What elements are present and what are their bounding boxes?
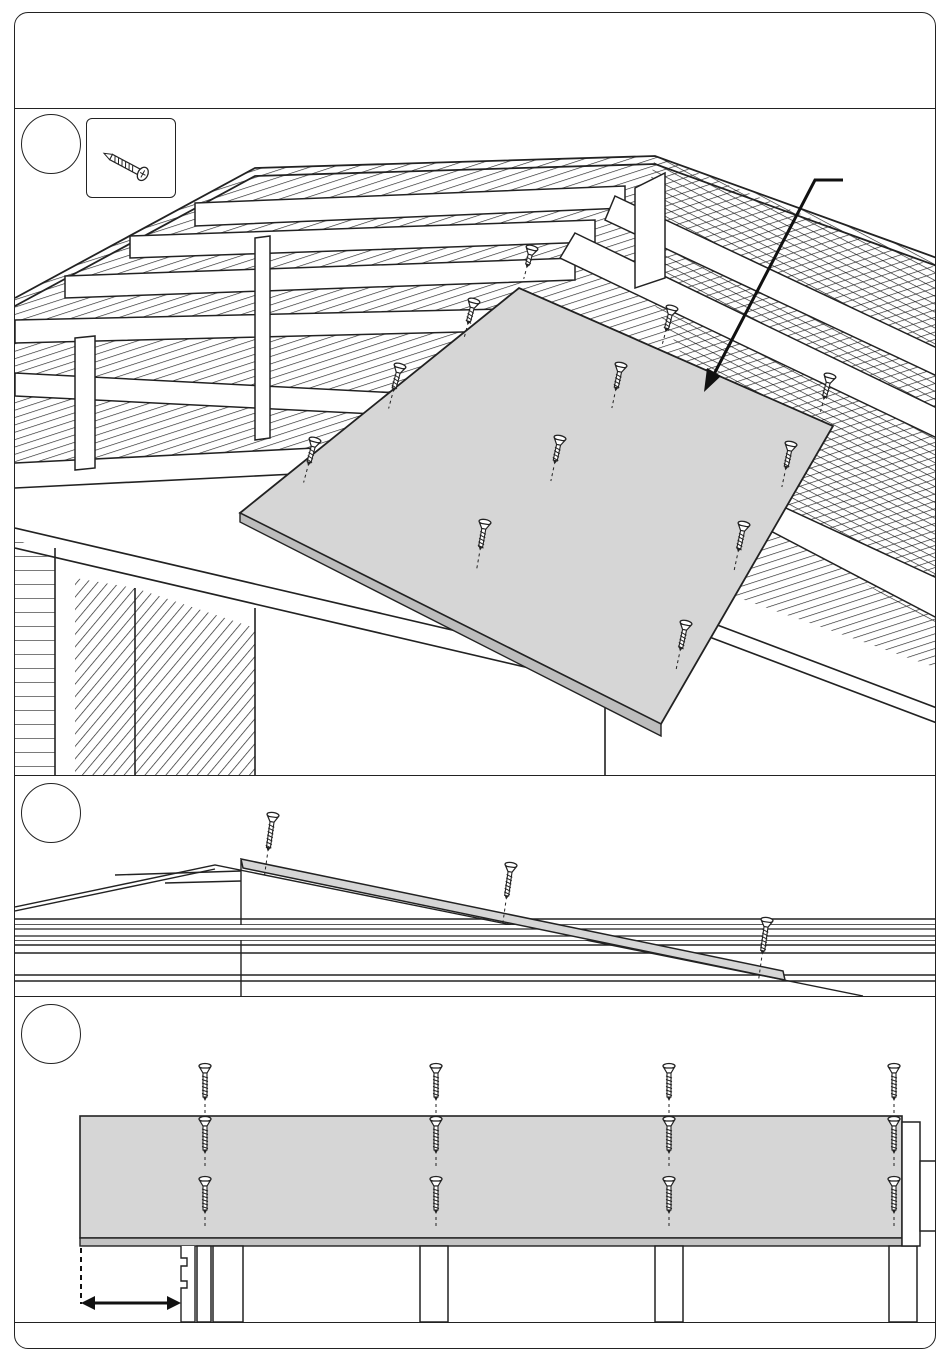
- instruction-page: [14, 12, 936, 1349]
- step-1-panel: [15, 108, 935, 776]
- siding-clip: [181, 1246, 195, 1322]
- step-3-number-circle: [21, 1004, 81, 1064]
- page-footer: [15, 1322, 935, 1349]
- screw-pattern-illustration: [15, 996, 935, 1322]
- step-3-panel: [15, 996, 935, 1323]
- screw-icon: [87, 119, 175, 197]
- step-1-number-circle: [21, 114, 81, 174]
- step-2-panel: [15, 775, 935, 997]
- hardware-box: [86, 118, 176, 198]
- step-2-number-circle: [21, 783, 81, 843]
- page-header: [15, 13, 935, 109]
- screw-icon: [199, 1064, 211, 1115]
- screw-icon: [888, 1064, 900, 1115]
- screw-icon: [663, 1064, 675, 1115]
- double-arrow-icon: [81, 1248, 181, 1310]
- screw-icon: [430, 1064, 442, 1115]
- roof-section-illustration: [15, 775, 935, 996]
- roof-panel-installation-illustration: [15, 108, 935, 775]
